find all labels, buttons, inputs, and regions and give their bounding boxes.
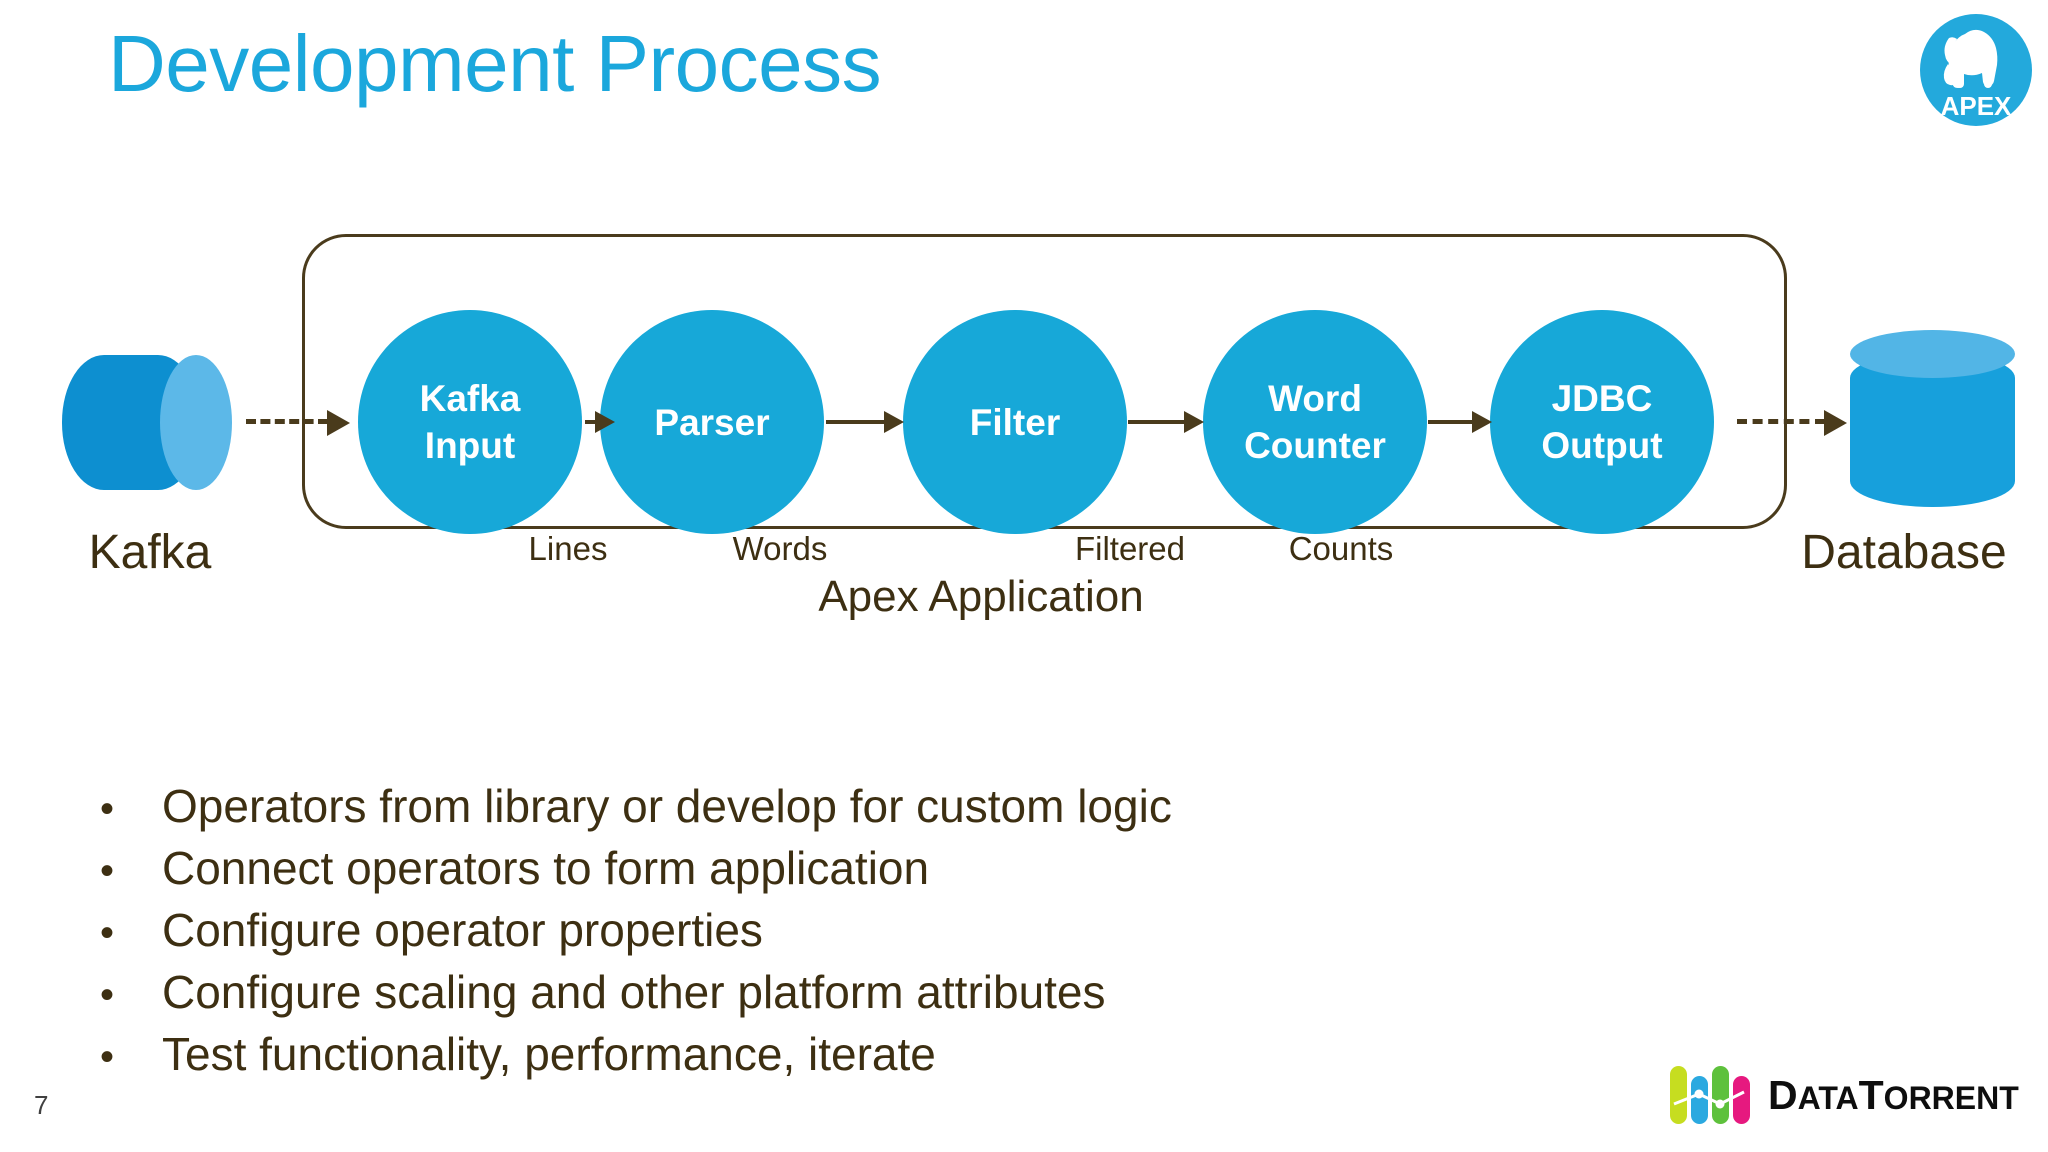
- bullet-list: • Operators from library or develop for …: [100, 775, 1600, 1085]
- list-item: • Configure operator properties: [100, 899, 1600, 961]
- datatorrent-logo: DATATORRENT: [1668, 1062, 2019, 1128]
- bullet-marker-icon: •: [100, 973, 115, 1017]
- arrow-head: [884, 411, 904, 433]
- datatorrent-wordmark: DATATORRENT: [1768, 1072, 2019, 1119]
- apex-application-caption: Apex Application: [0, 572, 2048, 622]
- arrow-shaft: [1428, 420, 1474, 424]
- arrow-head: [595, 411, 615, 433]
- operator-filter[interactable]: Filter: [903, 310, 1127, 534]
- database-cylinder-icon: [1850, 330, 2015, 515]
- stream-label-words: Words: [732, 530, 828, 567]
- apex-logo: APEX: [1918, 12, 2034, 128]
- gorilla-icon: [1943, 29, 1998, 88]
- architecture-diagram: Kafka Kafka Input Parser Filter Word Cou…: [0, 150, 2048, 710]
- kafka-label: Kafka: [88, 526, 212, 579]
- dt-word-d: D: [1768, 1071, 1798, 1118]
- datatorrent-bars-svg: [1670, 1066, 1750, 1124]
- arrow-head: [1824, 410, 1847, 436]
- dt-word-orrent: ORRENT: [1883, 1079, 2019, 1116]
- list-item: • Test functionality, performance, itera…: [100, 1023, 1600, 1085]
- operator-label: JDBC Output: [1541, 378, 1663, 466]
- kafka-cylinder-cap: [160, 355, 232, 490]
- bullet-marker-icon: •: [100, 1035, 115, 1079]
- list-item-text: Configure scaling and other platform att…: [162, 966, 1106, 1018]
- operator-jdbc-output[interactable]: JDBC Output: [1490, 310, 1714, 534]
- list-item: • Operators from library or develop for …: [100, 775, 1600, 837]
- operator-kafka-input[interactable]: Kafka Input: [358, 310, 582, 534]
- arrow-shaft: [246, 419, 328, 424]
- arrow-shaft: [1737, 419, 1825, 424]
- arrow-head: [1184, 411, 1204, 433]
- operator-label: Word Counter: [1244, 378, 1386, 466]
- datatorrent-mark-icon: [1668, 1064, 1756, 1126]
- database-label: Database: [1801, 526, 2007, 579]
- dt-word-ata: ATA: [1797, 1079, 1859, 1116]
- stream-arrow-counts: [1428, 411, 1492, 433]
- list-item-text: Operators from library or develop for cu…: [162, 780, 1172, 832]
- stream-arrow-filtered: [1128, 411, 1204, 433]
- apex-application-caption-text: Apex Application: [818, 572, 1144, 621]
- kafka-cylinder-icon: [62, 355, 232, 490]
- kafka-to-app-arrow: [246, 410, 350, 436]
- arrow-head: [327, 410, 350, 436]
- arrow-shaft: [1128, 420, 1186, 424]
- operator-label: Filter: [969, 401, 1061, 443]
- operator-label: Parser: [654, 401, 770, 443]
- bullet-marker-icon: •: [100, 911, 115, 955]
- bullet-marker-icon: •: [100, 787, 115, 831]
- app-to-database-arrow: [1737, 410, 1847, 436]
- stream-arrow-lines: [585, 411, 615, 433]
- stream-label-counts: Counts: [1288, 530, 1394, 567]
- page-number: 7: [34, 1090, 49, 1120]
- arrow-head: [1472, 411, 1492, 433]
- operator-word-counter[interactable]: Word Counter: [1203, 310, 1427, 534]
- stream-label-lines: Lines: [528, 530, 608, 567]
- page-title: Development Process: [108, 19, 882, 108]
- arrow-shaft: [826, 420, 886, 424]
- dt-word-t: T: [1858, 1071, 1884, 1118]
- operator-parser[interactable]: Parser: [600, 310, 824, 534]
- list-item-text: Test functionality, performance, iterate: [162, 1028, 936, 1080]
- bullet-marker-icon: •: [100, 849, 115, 893]
- operator-label: Kafka Input: [419, 378, 521, 466]
- list-item-text: Configure operator properties: [162, 904, 763, 956]
- list-item: • Configure scaling and other platform a…: [100, 961, 1600, 1023]
- arrow-shaft: [585, 420, 597, 424]
- database-cylinder-top: [1850, 330, 2015, 378]
- apex-wordmark: APEX: [1941, 91, 2012, 121]
- list-item: • Connect operators to form application: [100, 837, 1600, 899]
- apex-logo-svg: APEX: [1920, 14, 2032, 126]
- list-item-text: Connect operators to form application: [162, 842, 930, 894]
- stream-arrow-words: [826, 411, 904, 433]
- stream-label-filtered: Filtered: [1074, 530, 1186, 567]
